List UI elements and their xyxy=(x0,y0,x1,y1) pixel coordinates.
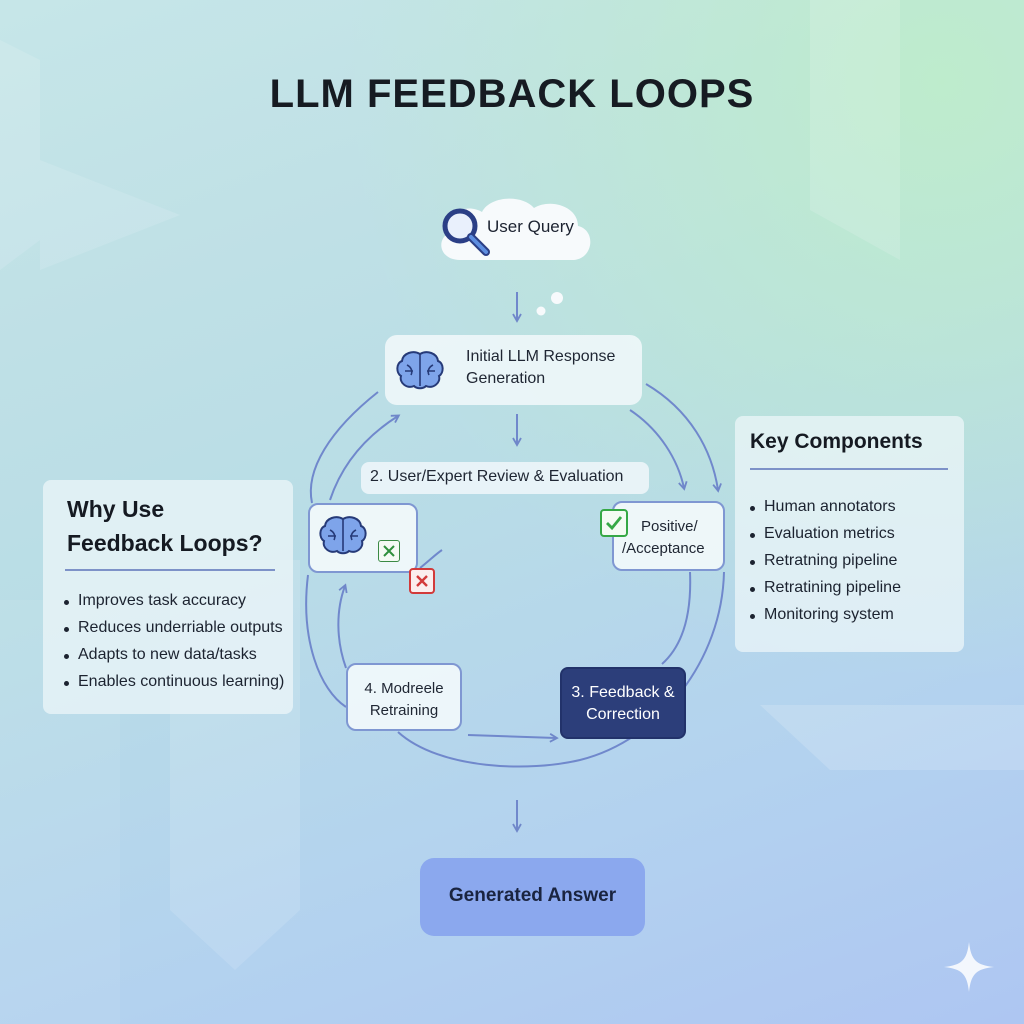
evaluation-node[interactable] xyxy=(308,503,418,573)
magnifier-icon xyxy=(438,204,494,260)
list-item: Improves task accuracy xyxy=(63,592,284,619)
list-item: Enables continuous learning) xyxy=(63,673,284,700)
cross-icon xyxy=(378,540,400,562)
checkmark-icon xyxy=(600,509,628,537)
brain-icon xyxy=(395,349,445,395)
initial-response-node[interactable]: Initial LLM Response Generation xyxy=(385,335,642,405)
generated-answer-node[interactable]: Generated Answer xyxy=(420,858,645,936)
review-node[interactable]: 2. User/Expert Review & Evaluation xyxy=(361,462,649,494)
key-components-list: Human annotators Evaluation metrics Retr… xyxy=(750,498,901,633)
key-components-title: Key Components xyxy=(750,430,923,453)
key-components-panel: Key Components Human annotators Evaluati… xyxy=(735,416,964,652)
feedback-node[interactable]: 3. Feedback & Correction xyxy=(560,667,686,739)
review-label: 2. User/Expert Review & Evaluation xyxy=(370,468,624,485)
retraining-node[interactable]: 4. Modreele Retraining xyxy=(346,663,462,731)
positive-line1: Positive/ xyxy=(641,518,698,535)
list-item: Monitoring system xyxy=(750,606,901,633)
why-panel-divider xyxy=(65,569,275,571)
generated-answer-label: Generated Answer xyxy=(448,885,617,906)
list-item: Adapts to new data/tasks xyxy=(63,646,284,673)
why-panel-title-line2: Feedback Loops? xyxy=(67,530,263,556)
list-item: Retratining pipeline xyxy=(750,579,901,606)
retraining-line1: 4. Modreele xyxy=(364,680,444,697)
list-item: Evaluation metrics xyxy=(750,525,901,552)
positive-node[interactable]: Positive/ /Acceptance xyxy=(612,501,725,571)
initial-response-line2: Generation xyxy=(466,370,546,387)
positive-line2: /Acceptance xyxy=(622,540,705,557)
feedback-line2: Correction xyxy=(586,706,660,723)
list-item: Reduces underriable outputs xyxy=(63,619,284,646)
key-components-divider xyxy=(750,468,948,470)
why-panel-title-line1: Why Use xyxy=(67,496,165,522)
sparkle-icon xyxy=(942,940,996,999)
page-title: LLM FEEDBACK LOOPS xyxy=(269,72,755,116)
list-item: Human annotators xyxy=(750,498,901,525)
retraining-line2: Retraining xyxy=(369,702,439,719)
list-item: Retratning pipeline xyxy=(750,552,901,579)
brain-icon xyxy=(318,514,368,560)
cross-icon xyxy=(409,568,435,594)
initial-response-line1: Initial LLM Response xyxy=(466,348,616,365)
user-query-label: User Query xyxy=(487,217,574,236)
why-panel-list: Improves task accuracy Reduces underriab… xyxy=(63,592,284,700)
feedback-line1: 3. Feedback & xyxy=(571,684,675,701)
why-panel: Why Use Feedback Loops? Improves task ac… xyxy=(43,480,293,714)
